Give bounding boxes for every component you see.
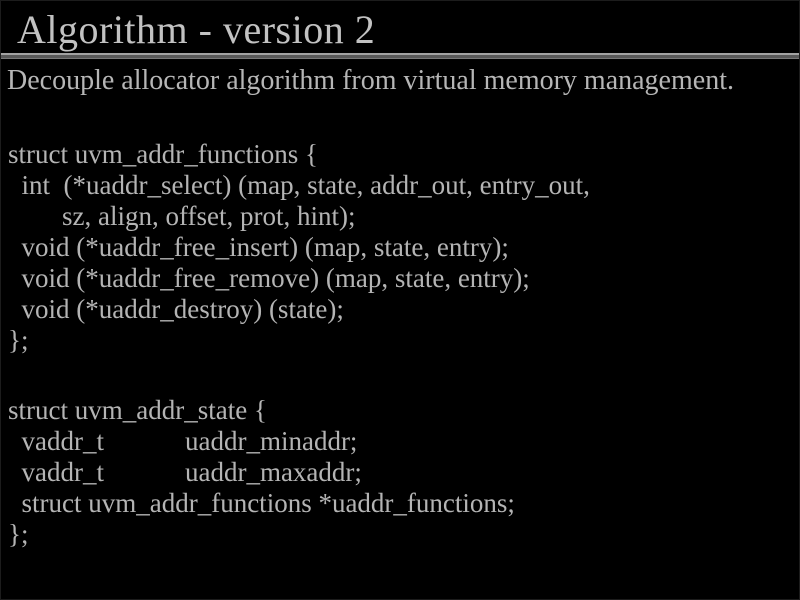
code-line: };	[8, 519, 29, 549]
title-divider	[1, 53, 799, 59]
code-line: struct uvm_addr_functions {	[8, 139, 318, 169]
code-line: void (*uaddr_free_insert) (map, state, e…	[8, 232, 509, 262]
code-line: };	[8, 325, 29, 355]
code-line: vaddr_t uaddr_minaddr;	[8, 426, 358, 456]
slide-title: Algorithm - version 2	[17, 7, 376, 52]
code-line: vaddr_t uaddr_maxaddr;	[8, 457, 362, 487]
code-block-uvm-addr-state: struct uvm_addr_state { vaddr_t uaddr_mi…	[8, 395, 515, 550]
code-line: void (*uaddr_destroy) (state);	[8, 294, 344, 324]
code-line: sz, align, offset, prot, hint);	[8, 201, 356, 231]
code-line: void (*uaddr_free_remove) (map, state, e…	[8, 263, 530, 293]
slide-subtitle: Decouple allocator algorithm from virtua…	[7, 65, 734, 96]
code-block-uvm-addr-functions: struct uvm_addr_functions { int (*uaddr_…	[8, 139, 590, 356]
code-line: struct uvm_addr_functions *uaddr_functio…	[8, 488, 515, 518]
code-line: struct uvm_addr_state {	[8, 395, 267, 425]
code-line: int (*uaddr_select) (map, state, addr_ou…	[8, 170, 590, 200]
